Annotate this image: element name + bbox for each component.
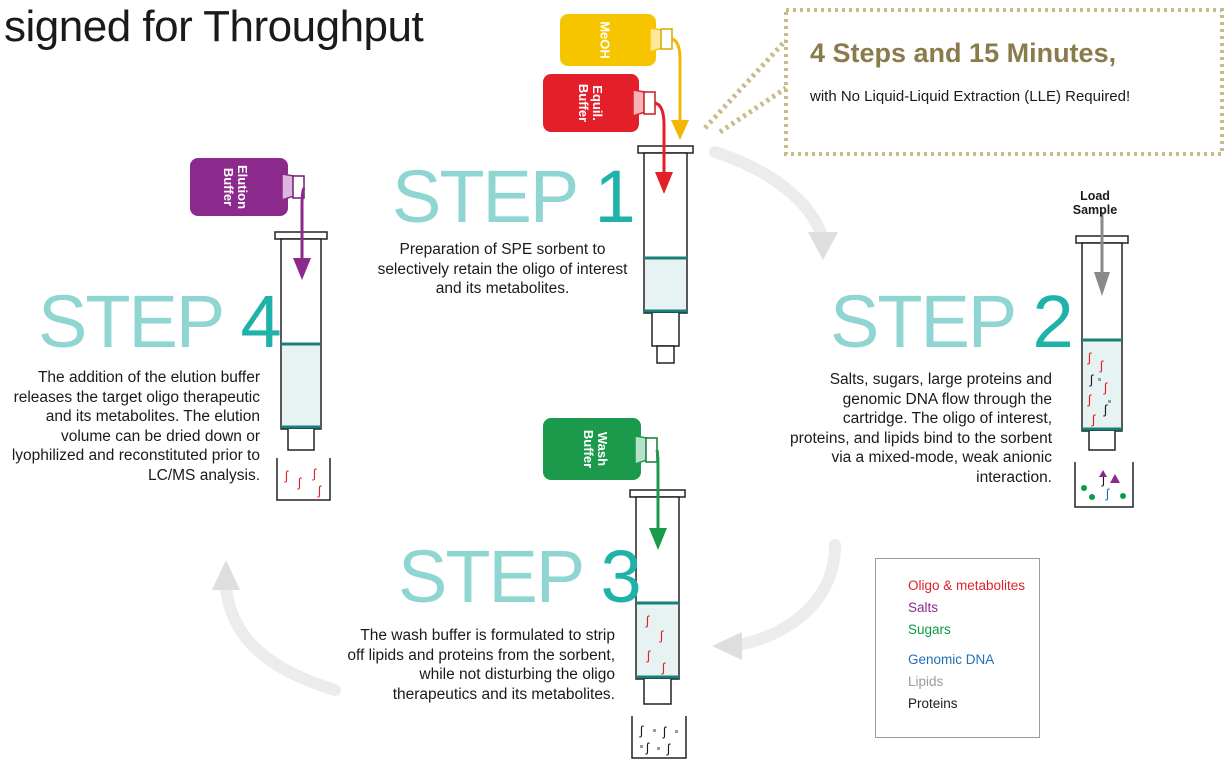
legend-item-lipids: Lipids xyxy=(908,674,944,689)
cycle-arrow-3-to-4 xyxy=(212,560,341,696)
elution-buffer-bottle-icon xyxy=(190,158,311,280)
svg-text:ʃ: ʃ xyxy=(1087,392,1092,407)
step2-cartridge xyxy=(1075,212,1129,451)
equil-buffer-bottle-icon xyxy=(543,74,673,194)
legend-item-salts: Salts xyxy=(908,600,939,615)
step2-description: Salts, sugars, large proteins and genomi… xyxy=(790,371,1052,486)
svg-text:ʃ: ʃ xyxy=(1103,380,1108,395)
page-title: signed for Throughput xyxy=(4,2,424,51)
callout-frame xyxy=(703,8,1224,156)
svg-text:ʃ: ʃ xyxy=(659,628,664,643)
svg-text:ʃ: ʃ xyxy=(317,483,322,498)
equil-bottle-label: Equil.Buffer xyxy=(576,83,605,123)
callout-subtext: with No Liquid-Liquid Extraction (LLE) R… xyxy=(810,88,1131,105)
svg-text:ʃ: ʃ xyxy=(639,723,644,738)
svg-text:ʃ: ʃ xyxy=(1089,372,1094,387)
step3-collection-tray: ʃ ʃ ʃ ʃ xyxy=(631,716,687,759)
svg-text:ʃ: ʃ xyxy=(1099,358,1104,373)
step2-sorbent-particles: ʃ ʃ ʃ ʃ ʃ ʃ ʃ xyxy=(1087,350,1111,427)
meoh-bottle-label: MeOH xyxy=(597,21,613,59)
svg-text:ʃ: ʃ xyxy=(1101,472,1106,487)
step4-title: STEP 4 xyxy=(38,280,282,363)
svg-text:ʃ: ʃ xyxy=(645,740,650,755)
step3-title: STEP 3 xyxy=(398,535,642,618)
cycle-arrow-2-to-3 xyxy=(712,539,841,660)
svg-text:ʃ: ʃ xyxy=(666,741,671,756)
legend: Oligo & metabolites Salts Sugars Genomic… xyxy=(875,558,1040,738)
svg-text:ʃ: ʃ xyxy=(661,660,666,675)
step4-collection-tray: ʃ ʃ ʃ ʃ xyxy=(276,458,331,501)
svg-text:ʃ: ʃ xyxy=(645,613,650,628)
legend-item-sugars: Sugars xyxy=(908,622,951,637)
wash-buffer-bottle-icon xyxy=(543,418,667,550)
step3-description: The wash buffer is formulated to strip o… xyxy=(347,627,615,703)
cycle-arrow-1-to-2 xyxy=(709,146,838,260)
step2-collection-tray: ʃ ʃ xyxy=(1074,462,1134,508)
step2-title: STEP 2 xyxy=(830,280,1074,363)
step4-description: The addition of the elution buffer relea… xyxy=(11,369,260,484)
step1-title: STEP 1 xyxy=(392,155,636,238)
meoh-bottle-icon xyxy=(560,14,689,140)
svg-text:ʃ: ʃ xyxy=(1103,402,1108,417)
callout-box: 4 Steps and 15 Minutes, with No Liquid-L… xyxy=(780,6,1220,154)
callout-headline: 4 Steps and 15 Minutes, xyxy=(810,38,1117,68)
svg-text:ʃ: ʃ xyxy=(1105,486,1110,501)
step1-description: Preparation of SPE sorbent to selectivel… xyxy=(377,241,628,297)
svg-text:ʃ: ʃ xyxy=(312,466,317,481)
legend-item-oligo: Oligo & metabolites xyxy=(908,578,1026,593)
svg-text:ʃ: ʃ xyxy=(1087,350,1092,365)
svg-text:ʃ: ʃ xyxy=(297,475,302,490)
svg-text:ʃ: ʃ xyxy=(646,648,651,663)
legend-item-proteins: Proteins xyxy=(908,696,958,711)
svg-text:ʃ: ʃ xyxy=(1091,412,1096,427)
legend-item-genomic-dna: Genomic DNA xyxy=(908,652,995,667)
svg-text:ʃ: ʃ xyxy=(662,724,667,739)
svg-text:ʃ: ʃ xyxy=(284,468,289,483)
